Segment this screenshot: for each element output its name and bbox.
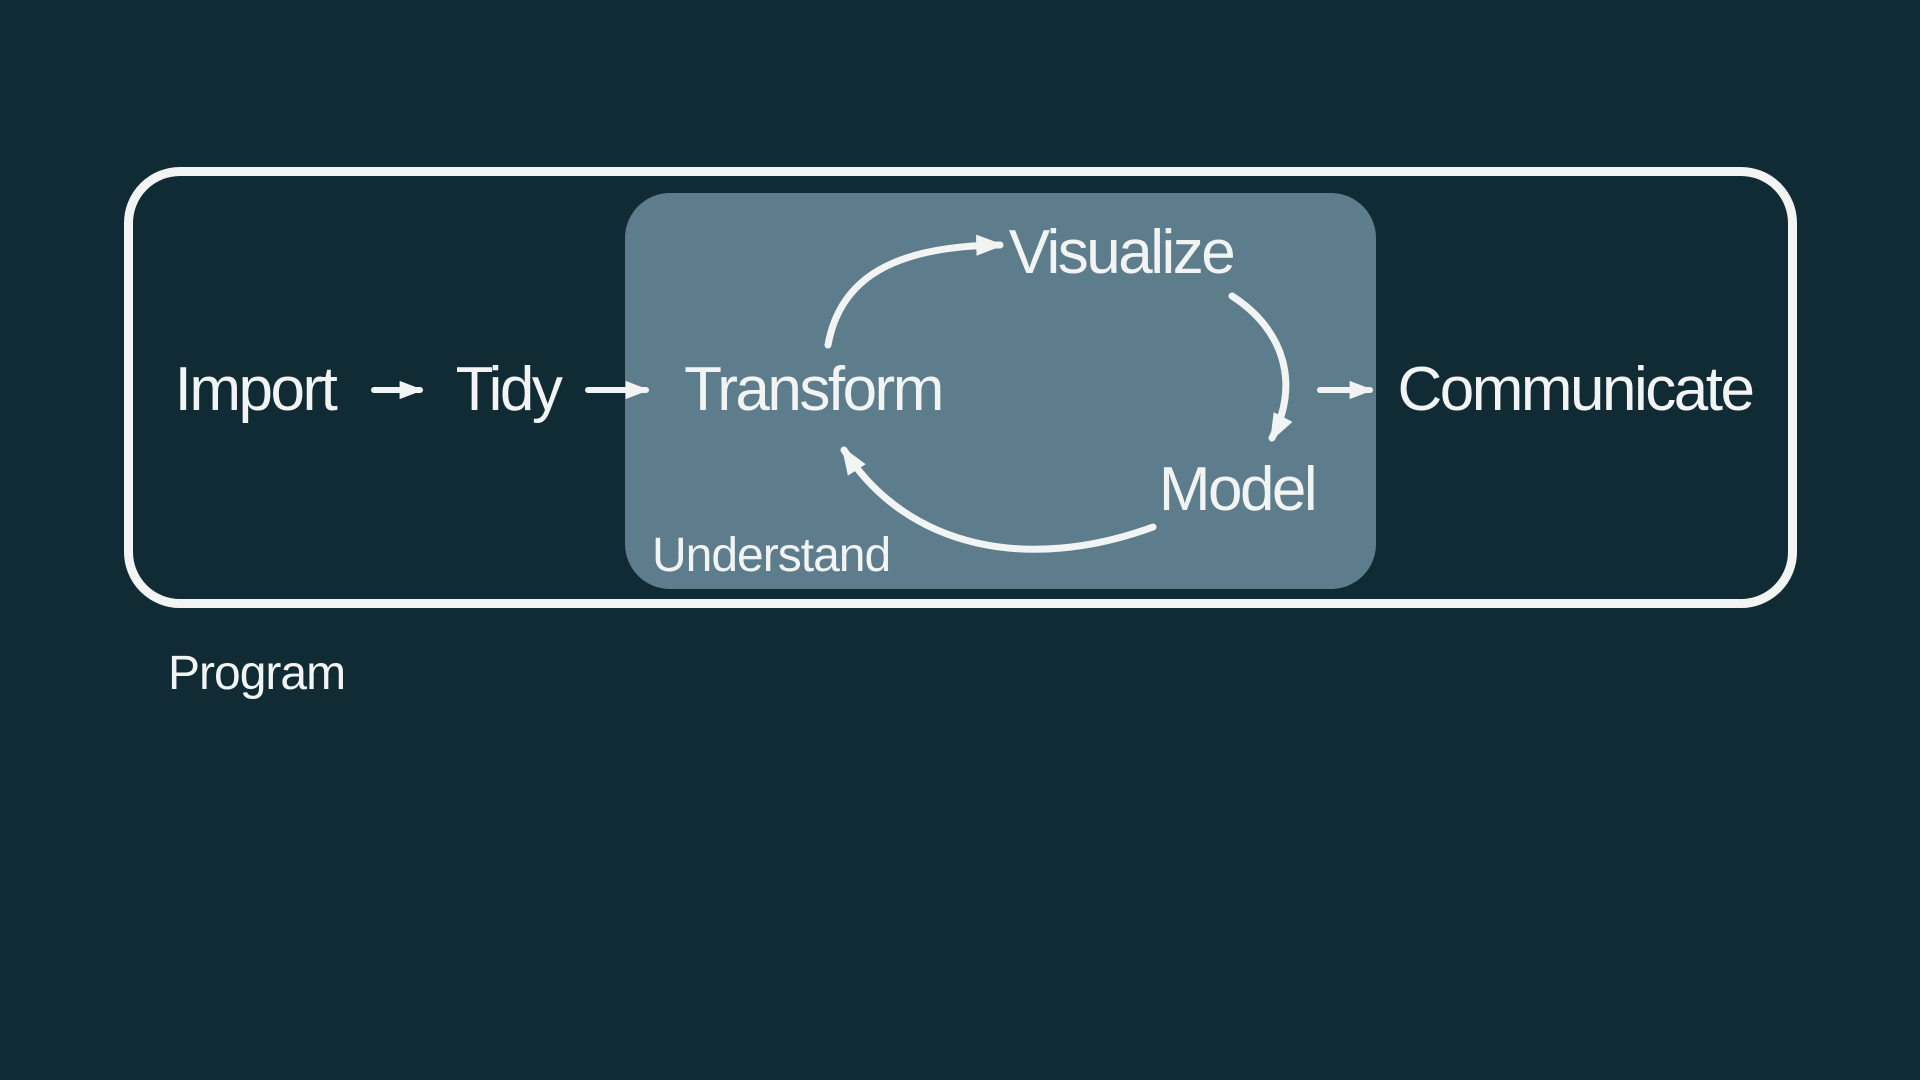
program-group-label: Program: [168, 647, 346, 700]
node-tidy: Tidy: [455, 355, 563, 424]
node-transform: Transform: [684, 355, 944, 424]
node-import: Import: [174, 355, 338, 424]
program-group-box: [124, 167, 1797, 608]
node-communicate: Communicate: [1397, 355, 1755, 424]
node-model: Model: [1158, 455, 1318, 524]
node-visualize: Visualize: [1008, 218, 1236, 287]
understand-group-label: Understand: [652, 529, 891, 582]
